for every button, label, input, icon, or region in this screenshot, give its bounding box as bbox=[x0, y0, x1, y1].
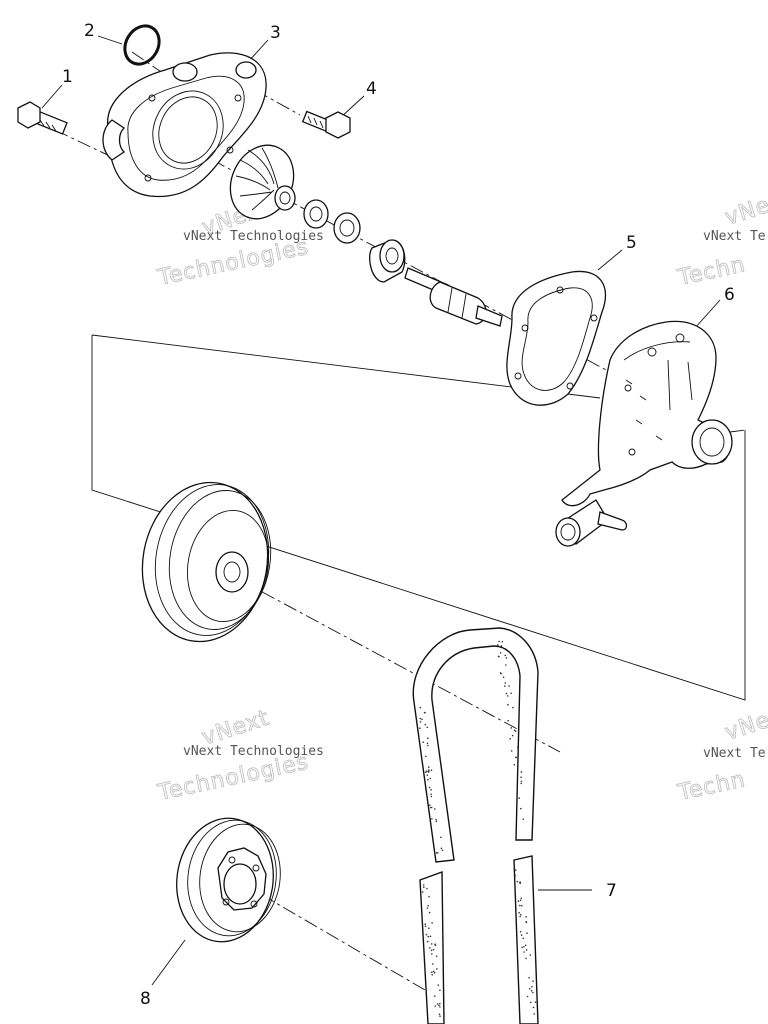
watermark-tech-partial-2: Techn bbox=[675, 767, 748, 806]
part-1-bolt bbox=[17, 101, 68, 135]
callout-7: 7 bbox=[606, 881, 617, 901]
callout-4: 4 bbox=[366, 79, 377, 99]
part-3-pump-cover bbox=[102, 52, 267, 198]
part-8-lower-pulley bbox=[176, 817, 281, 943]
part-5-gasket bbox=[506, 270, 607, 406]
part-4-bolt bbox=[301, 110, 351, 139]
watermark-lower-left: vNext vNext Technologies Technologies bbox=[155, 705, 324, 806]
part-2-o-ring bbox=[123, 24, 161, 66]
callout-3: 3 bbox=[270, 23, 281, 43]
callout-8: 8 bbox=[140, 989, 151, 1009]
watermark-vnext-partial-2: vNe bbox=[722, 708, 768, 746]
impeller bbox=[229, 144, 296, 220]
watermark-company: vNext Technologies bbox=[183, 229, 324, 244]
watermark-company-partial: vNext Te bbox=[703, 229, 766, 244]
callout-6: 6 bbox=[724, 285, 735, 305]
watermark-company-2: vNext Technologies bbox=[183, 744, 324, 759]
shaft-bearing bbox=[404, 267, 503, 327]
watermark-upper-right: vNe vNext Te Techn bbox=[675, 192, 768, 291]
watermark-vnext-partial: vNe bbox=[722, 193, 768, 231]
part-6-pump-body bbox=[555, 320, 733, 547]
upper-pulley bbox=[141, 481, 272, 643]
watermark-lower-right: vNe vNext Te Techn bbox=[675, 707, 768, 806]
callout-labels: 1 2 3 4 5 6 7 8 bbox=[62, 21, 735, 1009]
watermark-tech-partial: Techn bbox=[675, 252, 748, 291]
part-7-belt bbox=[412, 627, 539, 1024]
seal-set bbox=[303, 199, 406, 283]
belt-speckles bbox=[419, 640, 537, 1017]
watermark-company-partial-2: vNext Te bbox=[703, 746, 766, 761]
callout-5: 5 bbox=[626, 233, 637, 253]
callout-1: 1 bbox=[62, 67, 73, 87]
callout-2: 2 bbox=[84, 21, 95, 41]
